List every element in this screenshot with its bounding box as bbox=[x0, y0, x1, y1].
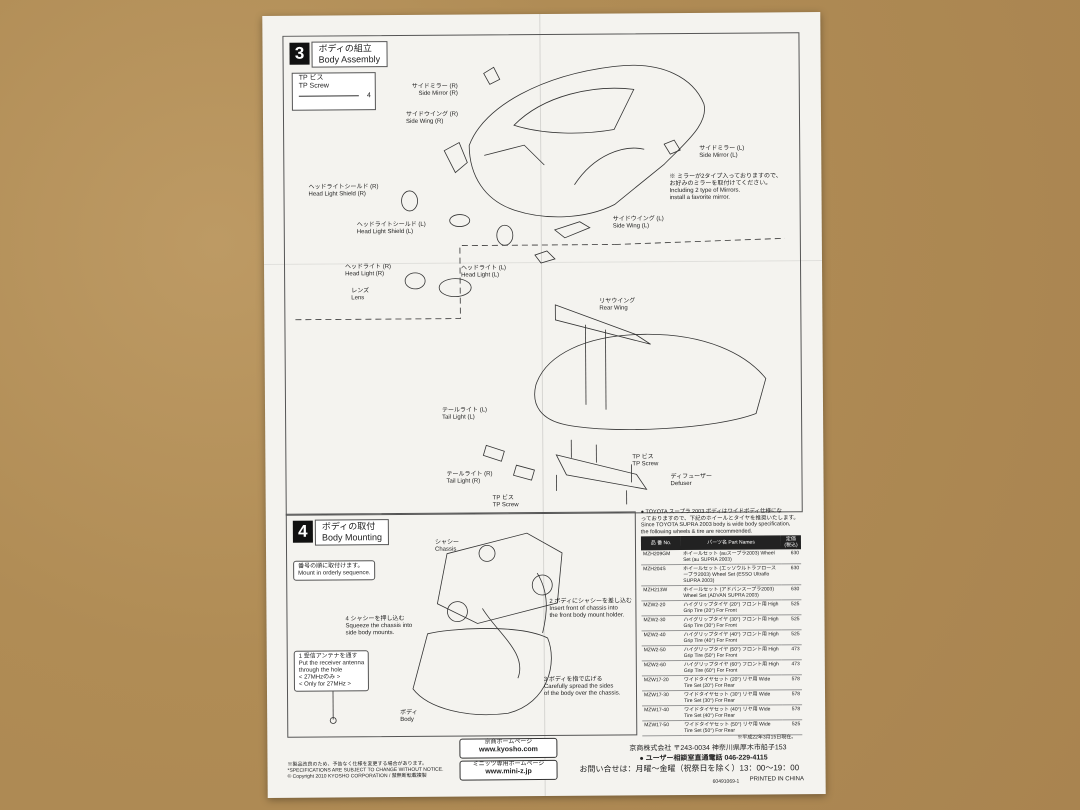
part-number-cell: MZW2-20 bbox=[641, 600, 682, 616]
instruction-sheet: 3 ボディの組立 Body Assembly TP ビス TP Screw 4 bbox=[262, 12, 826, 798]
label-tail-light-r: テールライト (R) Tail Light (R) bbox=[446, 471, 493, 485]
label-headlight-r: ヘッドライト (R) Head Light (R) bbox=[345, 264, 392, 278]
price-cell: 578 bbox=[782, 704, 803, 720]
footer-disclaimer: ※製品改良のため、予告なく仕様を変更する場合があります。 *SPECIFICAT… bbox=[287, 760, 444, 780]
table-footnote: ※平成22年3月15日現在。 bbox=[737, 734, 797, 741]
body-drawing bbox=[412, 628, 552, 716]
part-number-cell: MZH209GM bbox=[641, 550, 682, 565]
label-diffuser: ディフューザー Defuser bbox=[670, 473, 712, 488]
user-hotline: ● ユーザー相談室直通電話 046-229-4115 bbox=[639, 754, 768, 763]
price-cell: 525 bbox=[781, 614, 802, 630]
step-4-squeeze: 4 シャシーを押し込む Squeeze the chassis into sid… bbox=[345, 615, 413, 637]
part-name-cell: ワイドタイヤセット (20°) リヤ用 Wide Tire Set (20°) … bbox=[681, 674, 782, 691]
miniz-homepage-link[interactable]: ミニッツ専用ホームページ www.mini-z.jp bbox=[459, 759, 558, 781]
section-body-assembly: 3 ボディの組立 Body Assembly TP ビス TP Screw 4 bbox=[282, 32, 803, 516]
part-number-cell: MZW2-60 bbox=[641, 660, 682, 676]
wide-body-note: ● TOYOTA スープラ 2003 ボディはワイドボディ仕様にな っております… bbox=[640, 508, 799, 535]
kyosho-homepage-link[interactable]: 京商ホームページ www.kyosho.com bbox=[459, 737, 558, 759]
header-part-number: 品 番 No. bbox=[640, 536, 682, 551]
label-headlight-shield-l: ヘッドライトシールド (L) Head Light Shield (L) bbox=[356, 221, 426, 236]
label-tail-light-l: テールライト (L) Tail Light (L) bbox=[442, 407, 488, 421]
car-body-rear-view bbox=[534, 333, 767, 430]
step-1-antenna: 1 受信アンテナを通す Put the receiver antenna thr… bbox=[293, 650, 370, 692]
step-2-insert: 2 ボディにシャシーを差し込む Insert front of chassis … bbox=[549, 598, 632, 619]
price-cell: 630 bbox=[781, 563, 802, 585]
part-name-cell: ワイドタイヤセット (40°) リヤ用 Wide Tire Set (40°) … bbox=[682, 704, 783, 721]
part-name-cell: ホイールセット (エッソウルトラフロースープラ2003) Wheel Set (… bbox=[681, 563, 782, 586]
body-assembly-illustration bbox=[295, 64, 785, 505]
price-cell: 525 bbox=[781, 599, 802, 615]
part-number-cell: MZH213W bbox=[641, 585, 682, 601]
part-number-cell: MZW17-30 bbox=[641, 690, 683, 706]
part-number-cell: MZW17-40 bbox=[642, 705, 683, 721]
part-number-cell: MZH204S bbox=[641, 564, 682, 586]
price-cell: 578 bbox=[781, 689, 803, 705]
part-name-cell: ハイグリップタイヤ (20°) フロント用 High Grip Tire (20… bbox=[681, 599, 782, 616]
price-cell: 525 bbox=[782, 719, 803, 735]
label-body: ボディ Body bbox=[400, 709, 418, 724]
label-tp-screw-a: TP ビス TP Screw bbox=[632, 454, 659, 468]
label-side-mirror-r: サイドミラー (R) Side Mirror (R) bbox=[411, 83, 458, 97]
part-name-cell: ハイグリップタイヤ (50°) フロント用 High Grip Tire (50… bbox=[681, 644, 782, 661]
label-side-wing-l: サイドウイング (L) Side Wing (L) bbox=[612, 216, 664, 230]
chassis-drawing bbox=[436, 532, 563, 624]
part-number-cell: MZW17-50 bbox=[642, 720, 683, 736]
mini-homepage-url[interactable]: www.mini-z.jp bbox=[485, 768, 532, 776]
inquiry-hours: お問い合せは：月曜〜金曜（祝祭日を除く）13：00〜19：00 bbox=[579, 763, 800, 774]
label-side-mirror-l: サイドミラー (L) Side Mirror (L) bbox=[699, 145, 745, 159]
body-mounting-illustration bbox=[329, 532, 563, 724]
price-cell: 578 bbox=[781, 674, 802, 690]
label-side-wing-r: サイドウイング (R) Side Wing (R) bbox=[405, 111, 458, 125]
mirror-note: ※ ミラーが2タイプ入っておりますので、 お好みのミラーを取付けてください。 I… bbox=[669, 173, 782, 202]
label-headlight-l: ヘッドライト (L) Head Light (L) bbox=[461, 265, 507, 279]
step-3-spread: 3 ボディを指で広げる Carefully spread the sides o… bbox=[543, 676, 621, 698]
recommended-parts-table: 品 番 No. パーツ名 Part Names 定価 (税込) MZH209GM… bbox=[640, 535, 803, 736]
price-cell: 525 bbox=[781, 629, 802, 645]
section-body-mounting: 4 ボディの取付 Body Mounting 番号の順に取付けます。 Mount… bbox=[285, 511, 638, 738]
price-cell: 630 bbox=[781, 584, 802, 600]
company-address: 京商株式会社 〒243-0034 神奈川県厚木市船子153 bbox=[629, 744, 787, 753]
label-tp-screw-b: TP ビス TP Screw bbox=[492, 495, 519, 509]
part-number-cell: MZW17-20 bbox=[641, 675, 682, 691]
part-number-cell: MZW2-50 bbox=[641, 645, 682, 661]
label-chassis: シャシー Chassis bbox=[434, 539, 459, 553]
price-cell: 473 bbox=[781, 659, 802, 675]
part-name-cell: ワイドタイヤセット (50°) リヤ用 Wide Tire Set (50°) … bbox=[682, 719, 783, 736]
part-name-cell: ハイグリップタイヤ (30°) フロント用 High Grip Tire (30… bbox=[681, 614, 782, 631]
part-name-cell: ホイールセット (auスープラ2003) Wheel Set (au SUPRA… bbox=[681, 549, 782, 565]
header-part-name: パーツ名 Part Names bbox=[680, 535, 782, 551]
part-name-cell: ホイールセット (アドバンスープラ2003) Wheel Set (ADVAN … bbox=[681, 584, 782, 601]
header-price: 定価 (税込) bbox=[780, 535, 802, 550]
price-cell: 473 bbox=[781, 644, 802, 660]
document-code: 60491069-1 bbox=[712, 778, 740, 785]
label-lens: レンズ Lens bbox=[351, 288, 370, 302]
part-name-cell: ワイドタイヤセット (30°) リヤ用 Wide Tire Set (30°) … bbox=[681, 689, 783, 706]
part-number-cell: MZW2-40 bbox=[641, 630, 682, 646]
price-cell: 630 bbox=[781, 549, 802, 564]
printed-in: PRINTED IN CHINA bbox=[749, 776, 804, 783]
label-headlight-shield-r: ヘッドライトシールド (R) Head Light Shield (R) bbox=[308, 184, 379, 198]
part-name-cell: ハイグリップタイヤ (60°) フロント用 High Grip Tire (60… bbox=[681, 659, 782, 676]
label-rear-wing: リヤウイング Rear Wing bbox=[599, 298, 636, 312]
table-header-row: 品 番 No. パーツ名 Part Names 定価 (税込) bbox=[640, 535, 802, 551]
car-body-front-view bbox=[468, 64, 705, 218]
homepage-url[interactable]: www.kyosho.com bbox=[478, 746, 538, 754]
part-name-cell: ハイグリップタイヤ (40°) フロント用 High Grip Tire (40… bbox=[681, 629, 782, 646]
part-number-cell: MZW2-30 bbox=[641, 615, 682, 631]
